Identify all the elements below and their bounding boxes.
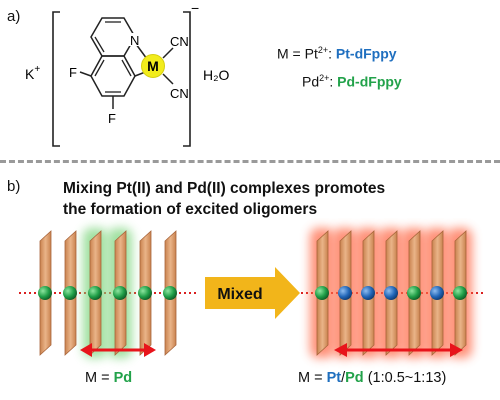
panel-divider xyxy=(0,160,500,163)
pt-complex-name: Pt-dFppy xyxy=(335,45,397,62)
cn-ligand-top: CN xyxy=(170,34,189,49)
panel-b-headline: Mixing Pt(II) and Pd(II) complexes promo… xyxy=(63,178,385,220)
complex-structure: − M CN CN N F F K+ H₂O xyxy=(25,0,230,147)
right-stack-pd-atom xyxy=(453,286,467,300)
cn-ligand-bottom: CN xyxy=(170,86,189,101)
panel-b-label: b) xyxy=(7,178,21,195)
right-caption: M = Pt/Pd (1:0.5~1:13) xyxy=(298,370,447,386)
left-stack-pd-atom xyxy=(113,286,127,300)
left-stack-pd-atom xyxy=(63,286,77,300)
complex-charge: − xyxy=(191,0,199,16)
pd-complex-name: Pd-dFppy xyxy=(337,73,402,90)
right-stack-pt-atom xyxy=(430,286,444,300)
left-double-arrow xyxy=(80,343,156,357)
metal-symbol: M xyxy=(147,58,159,74)
counter-ion: K+ xyxy=(25,64,40,82)
left-stack-pd-atom xyxy=(138,286,152,300)
headline-line-2: the formation of excited oligomers xyxy=(63,201,318,218)
phenyl-ring xyxy=(90,55,136,97)
right-double-arrow xyxy=(334,343,463,357)
definition-pd: Pd2+: Pd-dFppy xyxy=(302,73,402,90)
right-stack-pt-atom xyxy=(338,286,352,300)
fluorine-left-label: F xyxy=(69,65,77,80)
right-stack-pd-atom xyxy=(407,286,421,300)
pyridine-ring xyxy=(90,17,136,57)
left-stack xyxy=(19,228,196,358)
left-stack-pd-atom xyxy=(163,286,177,300)
right-stack-pt-atom xyxy=(361,286,375,300)
definition-pt: M = Pt2+: Pt-dFppy xyxy=(277,45,397,62)
water-label: H₂O xyxy=(203,67,230,83)
metal-center xyxy=(141,54,165,78)
stacking-diagram: Mixed xyxy=(19,228,486,358)
right-stack xyxy=(296,228,486,358)
right-stack-pd-atom xyxy=(315,286,329,300)
panel-a-label: a) xyxy=(7,8,21,25)
left-bracket xyxy=(52,11,60,147)
nitrogen-label: N xyxy=(130,33,139,48)
mixed-arrow-label: Mixed xyxy=(217,286,262,303)
right-bracket xyxy=(183,11,191,147)
right-stack-pt-atom xyxy=(384,286,398,300)
left-stack-pd-atom xyxy=(88,286,102,300)
left-stack-pd-atom xyxy=(38,286,52,300)
mixed-arrow xyxy=(205,267,300,319)
fluorine-bottom-label: F xyxy=(108,111,116,126)
headline-line-1: Mixing Pt(II) and Pd(II) complexes promo… xyxy=(63,180,386,197)
left-caption: M = Pd xyxy=(85,370,133,386)
